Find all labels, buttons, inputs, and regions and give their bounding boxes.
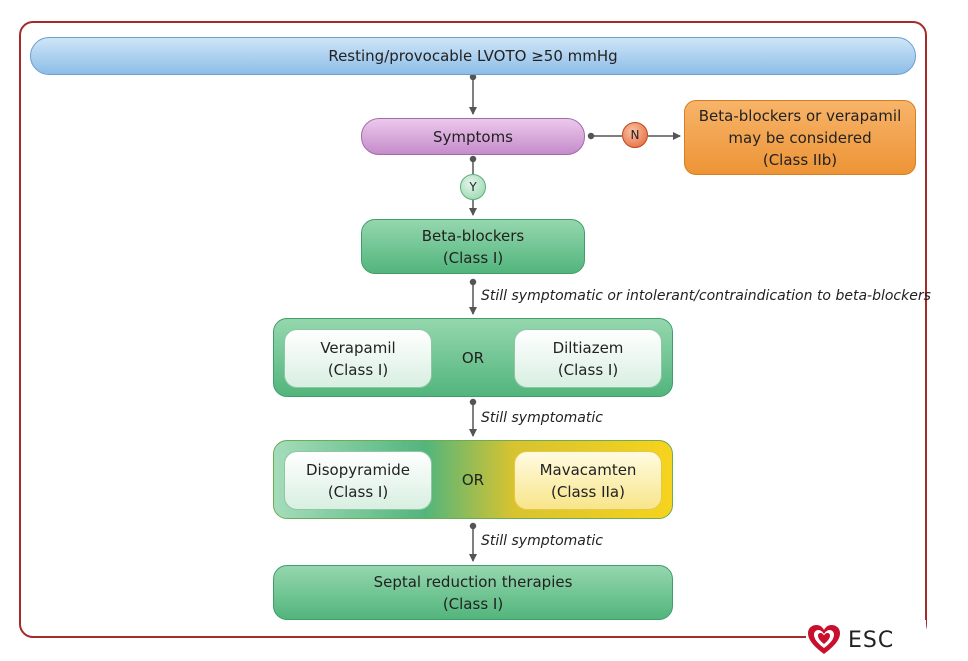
no-label: N	[630, 128, 640, 142]
septal-reduction-class: (Class I)	[442, 594, 504, 613]
diltiazem-node: Diltiazem (Class I)	[514, 329, 662, 388]
heart-icon	[808, 625, 840, 654]
disopyramide-label: Disopyramide	[306, 460, 410, 479]
no-treatment-line-2: may be considered	[728, 128, 872, 147]
or-label-1: OR	[461, 349, 485, 367]
calcium-blocker-panel: Verapamil (Class I) OR Diltiazem (Class …	[273, 318, 673, 397]
septal-reduction-node: Septal reduction therapies (Class I)	[273, 565, 673, 620]
resting-lvoto-label: Resting/provocable LVOTO ≥50 mmHg	[328, 47, 618, 65]
symptoms-node: Symptoms	[361, 118, 585, 155]
no-treatment-line-1: Beta-blockers or verapamil	[698, 106, 902, 125]
disopyramide-class: (Class I)	[327, 482, 389, 501]
beta-blockers-node: Beta-blockers (Class I)	[361, 219, 585, 274]
septal-reduction-label: Septal reduction therapies	[373, 572, 573, 591]
yes-decision-circle: Y	[460, 174, 486, 200]
note-intolerant: Still symptomatic or intolerant/contrain…	[481, 288, 931, 304]
verapamil-node: Verapamil (Class I)	[284, 329, 432, 388]
no-symptoms-treatment-node: Beta-blockers or verapamil may be consid…	[684, 100, 916, 175]
second-line-panel: Disopyramide (Class I) OR Mavacamten (Cl…	[273, 440, 673, 519]
note-still-symptomatic-2: Still symptomatic	[481, 533, 603, 549]
disopyramide-node: Disopyramide (Class I)	[284, 451, 432, 510]
verapamil-label: Verapamil	[320, 338, 396, 357]
no-decision-circle: N	[622, 122, 648, 148]
esc-logo: ESC	[806, 620, 926, 660]
esc-logo-text: ESC	[848, 627, 895, 653]
no-treatment-line-3: (Class IIb)	[762, 150, 838, 169]
or-label-2: OR	[461, 471, 485, 489]
note-still-symptomatic-1: Still symptomatic	[481, 410, 603, 426]
beta-blockers-class: (Class I)	[442, 248, 504, 267]
diltiazem-class: (Class I)	[557, 360, 619, 379]
diltiazem-label: Diltiazem	[552, 338, 624, 357]
mavacamten-node: Mavacamten (Class IIa)	[514, 451, 662, 510]
yes-label: Y	[469, 180, 477, 194]
mavacamten-class: (Class IIa)	[551, 482, 625, 501]
verapamil-class: (Class I)	[327, 360, 389, 379]
diagram-frame	[19, 21, 927, 638]
mavacamten-label: Mavacamten	[539, 460, 637, 479]
resting-lvoto-node: Resting/provocable LVOTO ≥50 mmHg	[30, 37, 916, 75]
symptoms-label: Symptoms	[432, 127, 514, 146]
beta-blockers-label: Beta-blockers	[421, 226, 525, 245]
